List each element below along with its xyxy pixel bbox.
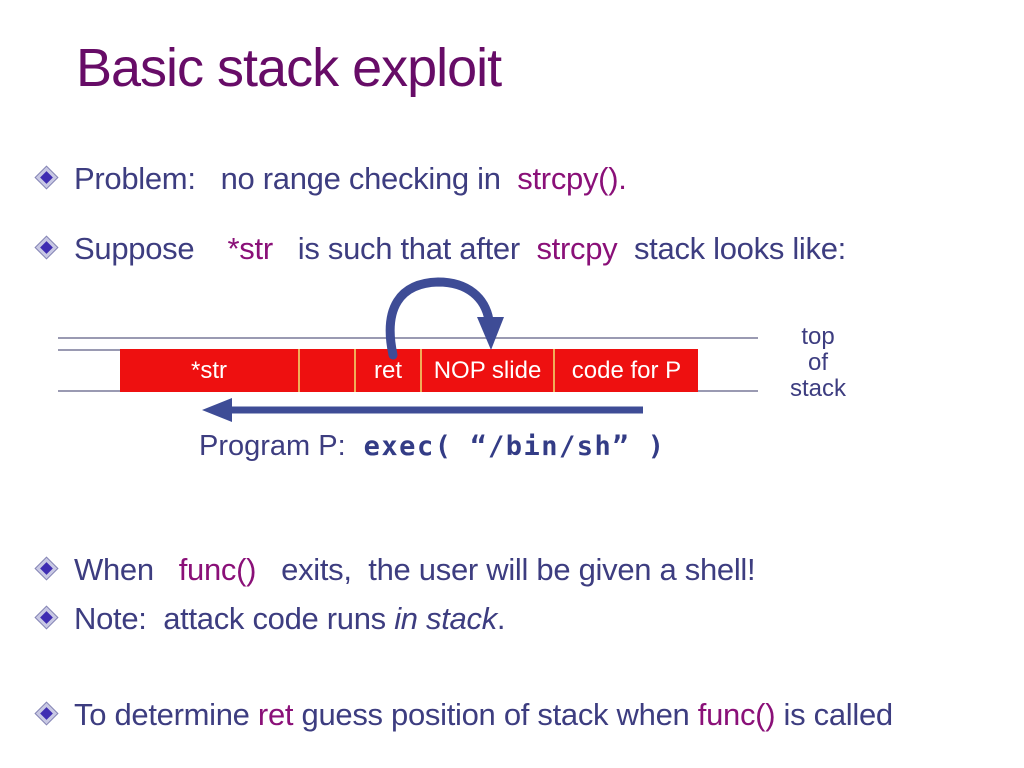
stack-cell-code-for-p: code for P (553, 349, 698, 392)
bullet-text-segment-accent: strcpy(). (517, 161, 627, 196)
top-of-stack-line: top (801, 323, 835, 350)
bullet-item-when-func-exits: When func() exits, the user will be give… (34, 551, 1016, 589)
bullet-text-segment-accent: ret (257, 697, 294, 732)
diamond-bullet-inner (40, 562, 53, 575)
bullet-text-segment: guess position of stack when (293, 697, 698, 732)
bullet-text-segment: is such that after (272, 231, 537, 266)
program-label: Program P: (199, 430, 346, 462)
diamond-bullet-inner (40, 707, 53, 720)
bullet-item-determine-ret: To determine ret guess position of stack… (34, 696, 1016, 734)
diamond-bullet-icon (34, 556, 59, 581)
stack-cell-nop-slide: NOP slide (420, 349, 553, 392)
diamond-bullet-inner (40, 171, 53, 184)
stack-cell-str: *str (191, 356, 227, 384)
stack-bar: *str ret NOP slide code for P (120, 349, 698, 392)
diamond-bullet-icon (34, 165, 59, 190)
stack-outline-top-line (58, 337, 758, 339)
program-code: exec( “/bin/sh” ) (363, 431, 666, 462)
diamond-bullet-icon (34, 235, 59, 260)
bullet-text: Problem: no range checking in strcpy(). (74, 160, 627, 198)
stack-cell-ret: ret (354, 349, 420, 392)
ret-jump-curved-arrow-icon (385, 277, 504, 360)
bullet-text: To determine ret guess position of stack… (74, 696, 893, 734)
bullet-text-segment-accent: *str (227, 231, 274, 266)
bullet-text: Suppose *str is such that after strcpy s… (74, 230, 846, 268)
bullet-text-segment: exits, the user will be given a shell! (256, 552, 756, 587)
bullet-item-note-attack-code: Note: attack code runs in stack. (34, 600, 1016, 638)
bullet-text-segment: Note: attack code runs (74, 601, 395, 636)
bullet-text-segment: Problem: no range checking in (74, 161, 518, 196)
top-of-stack-label: top of stack (770, 324, 866, 402)
bullet-text-segment: When (74, 552, 179, 587)
bullet-text-segment: is called (775, 697, 894, 732)
bullet-item-problem: Problem: no range checking in strcpy(). (34, 160, 1016, 198)
top-of-stack-line: of (807, 349, 828, 376)
bullet-text: When func() exits, the user will be give… (74, 551, 756, 589)
string-copy-left-arrow-icon (202, 398, 643, 422)
bullet-item-suppose: Suppose *str is such that after strcpy s… (34, 230, 1016, 268)
diamond-bullet-icon (34, 605, 59, 630)
top-of-stack-line: stack (789, 375, 846, 402)
stack-cell-empty (298, 349, 354, 392)
bullet-text-segment-accent: strcpy (536, 231, 618, 266)
bullet-text: Note: attack code runs in stack. (74, 600, 506, 638)
bullet-text-segment: To determine (74, 697, 258, 732)
diamond-bullet-inner (40, 241, 53, 254)
diamond-bullet-icon (34, 701, 59, 726)
bullet-text-segment-accent: func() (697, 697, 776, 732)
bullet-text-segment: stack looks like: (617, 231, 846, 266)
program-line: Program P: exec( “/bin/sh” ) (199, 430, 666, 463)
bullet-text-segment-accent: func() (178, 552, 257, 587)
slide-title: Basic stack exploit (76, 38, 502, 98)
diamond-bullet-inner (40, 611, 53, 624)
bullet-text-segment-italic: in stack (394, 601, 497, 636)
bullet-text-segment: . (496, 601, 506, 636)
bullet-text-segment: Suppose (74, 231, 228, 266)
stack-outline-left-segment (58, 349, 120, 351)
